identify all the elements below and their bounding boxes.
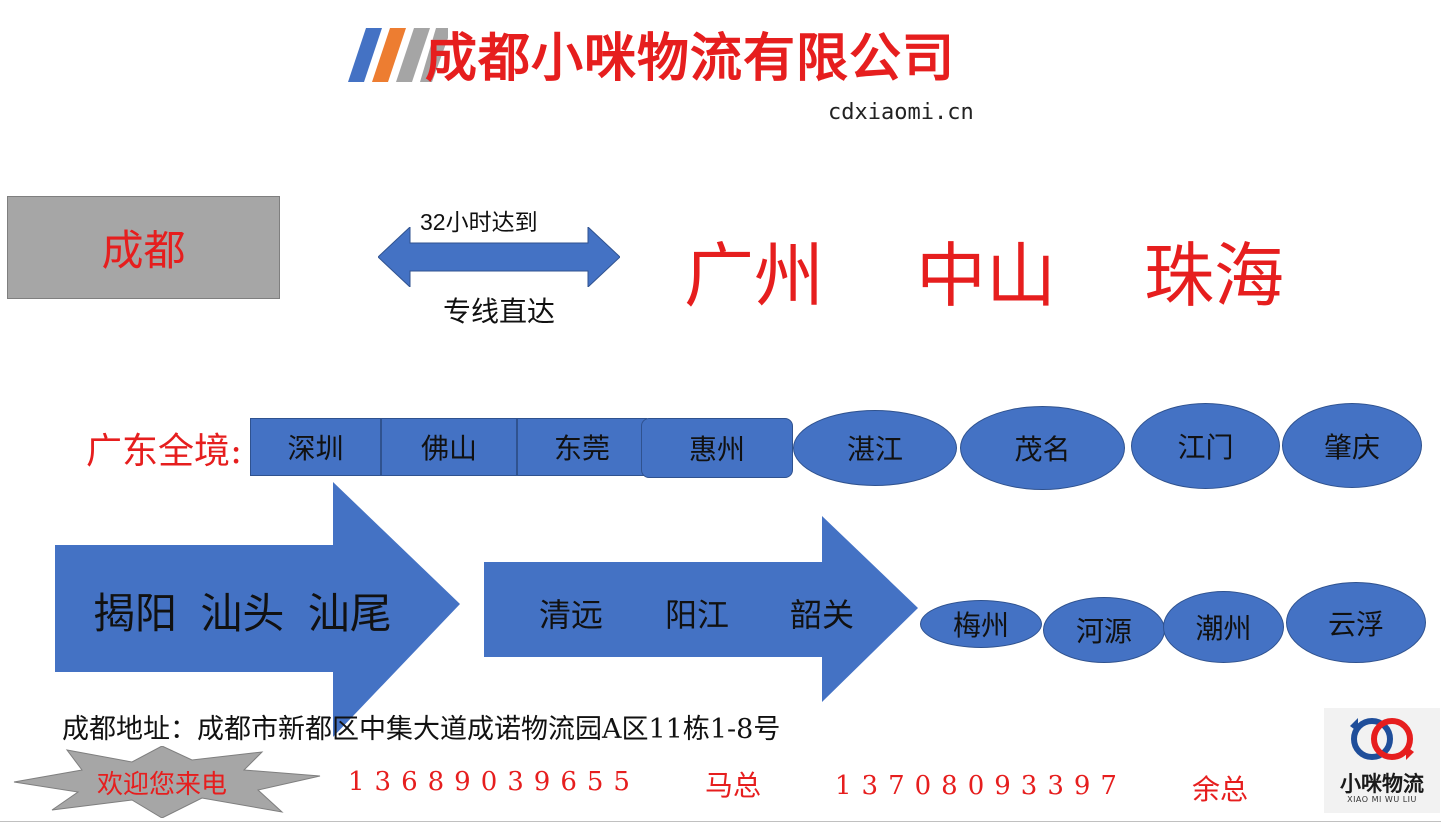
website-url: cdxiaomi.cn [828, 100, 974, 125]
city-shaoguan: 韶关 [790, 596, 855, 634]
city-oval-meizhou: 梅州 [920, 600, 1042, 648]
contact-phone-2[interactable]: 13708093397 [835, 771, 1127, 801]
origin-city-box: 成都 [7, 196, 280, 299]
welcome-burst-shape [13, 746, 321, 818]
service-label: 专线直达 [443, 295, 556, 328]
city-yangjiang: 阳江 [665, 596, 730, 634]
destination-guangzhou: 广州 [684, 239, 824, 316]
bottom-divider [0, 821, 1441, 822]
city-label: 湛江 [846, 433, 903, 466]
duration-label: 32小时达到 [420, 209, 538, 235]
welcome-text: 欢迎您来电 [97, 770, 228, 800]
contact-name-2: 余总 [1192, 773, 1249, 806]
city-rect-dongguan: 东莞 [517, 418, 647, 476]
logo-name-cn: 小咪物流 [1340, 772, 1424, 796]
destination-zhuhai: 珠海 [1144, 239, 1284, 316]
logo-rings-icon [1350, 718, 1414, 760]
company-address: 成都地址：成都市新都区中集大道成诺物流园A区11栋1-8号 [62, 714, 781, 745]
city-oval-maoming: 茂名 [960, 406, 1125, 490]
city-label: 江门 [1177, 431, 1234, 464]
city-label: 东莞 [553, 432, 610, 465]
city-label: 深圳 [287, 432, 344, 465]
contact-phone-1[interactable]: 13689039655 [348, 767, 640, 797]
mid-arrow-shape [484, 516, 918, 702]
city-rect-foshan: 佛山 [381, 418, 517, 476]
city-oval-yunfu: 云浮 [1286, 582, 1426, 663]
city-label: 佛山 [420, 432, 477, 465]
double-arrow-icon [378, 227, 620, 287]
city-rect-huizhou: 惠州 [641, 418, 793, 478]
logo-stripes-graphic [348, 28, 448, 82]
company-title: 成都小咪物流有限公司 [425, 29, 956, 89]
city-label: 河源 [1075, 615, 1132, 648]
city-label: 云浮 [1327, 607, 1384, 641]
city-label: 茂名 [1014, 433, 1071, 466]
city-rect-shenzhen: 深圳 [250, 418, 381, 476]
logo-name-en: XIAO MI WU LIU [1347, 795, 1417, 804]
city-label: 肇庆 [1323, 430, 1380, 464]
guangdong-label: 广东全境: [86, 431, 243, 472]
city-oval-heyuan: 河源 [1043, 597, 1165, 663]
city-qingyuan: 清远 [539, 596, 604, 634]
city-label: 梅州 [952, 609, 1009, 642]
origin-city-label: 成都 [101, 226, 186, 275]
city-oval-chaozhou: 潮州 [1163, 591, 1284, 663]
big-arrow-cities: 揭阳 汕头 汕尾 [93, 589, 392, 638]
destination-zhongshan: 中山 [916, 239, 1056, 316]
city-label: 潮州 [1195, 612, 1252, 645]
city-label: 惠州 [688, 433, 745, 466]
city-oval-zhaoqing: 肇庆 [1282, 403, 1422, 488]
contact-name-1: 马总 [705, 769, 762, 802]
city-oval-jiangmen: 江门 [1131, 403, 1280, 489]
big-arrow-shape [55, 482, 460, 737]
city-oval-zhanjiang: 湛江 [793, 410, 957, 486]
